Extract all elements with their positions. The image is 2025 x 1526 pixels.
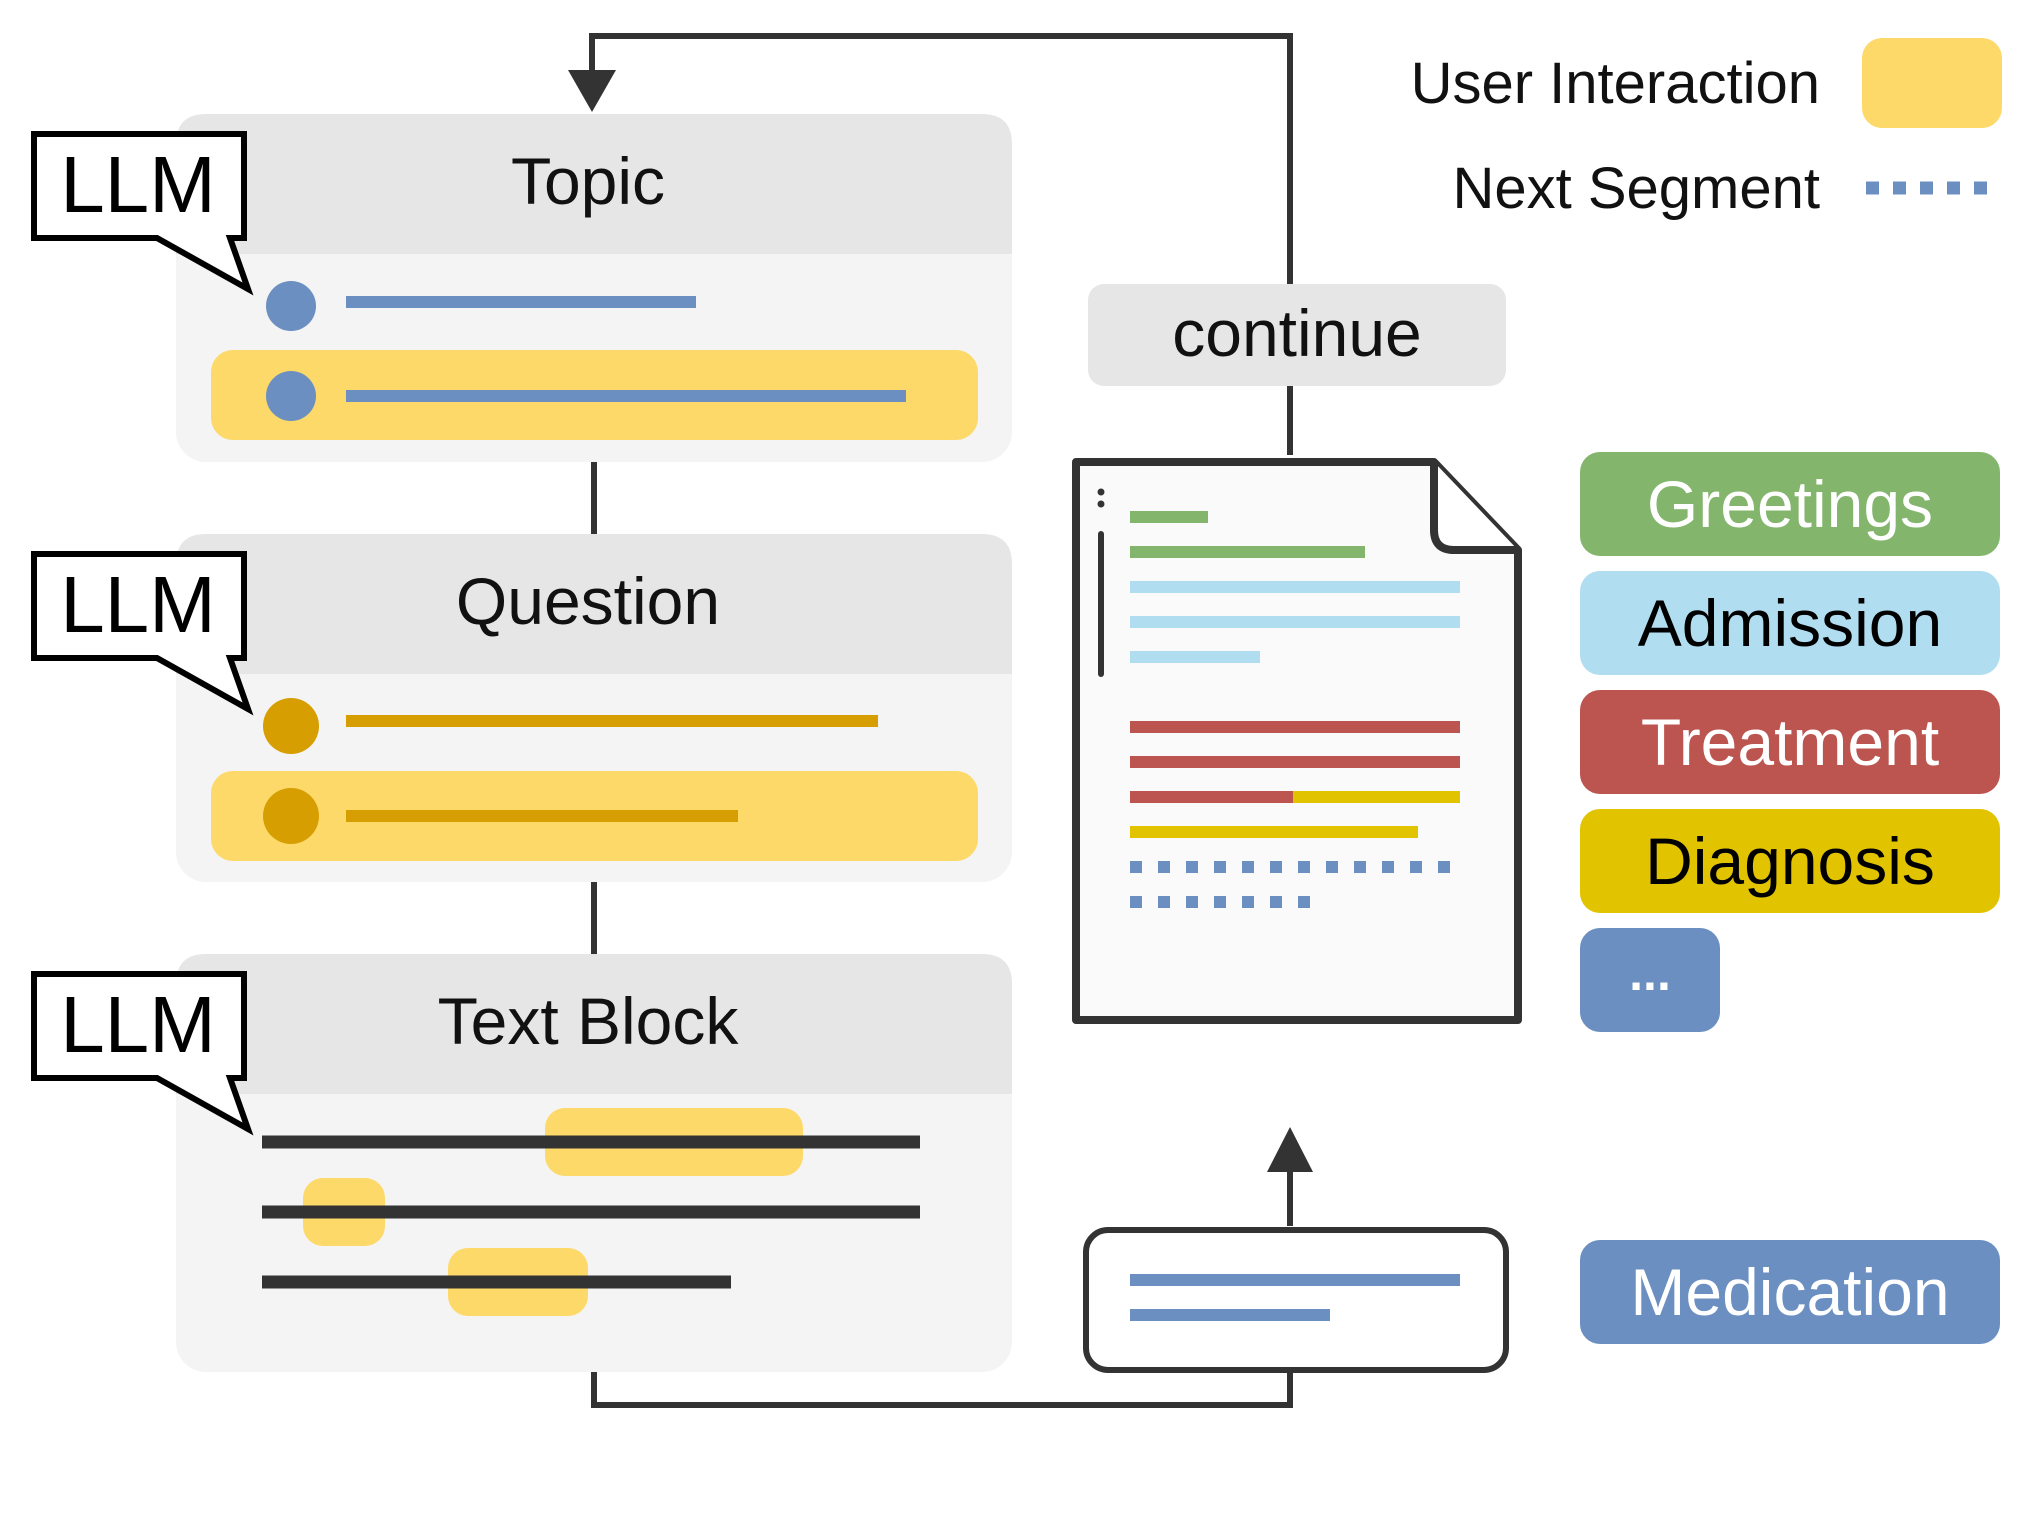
category-tag-treatment: Treatment [1580, 690, 2000, 794]
next-segment-box-frame [1083, 1227, 1509, 1373]
document-page [1072, 458, 1522, 1024]
question-selected-dot [263, 788, 319, 844]
category-tag-greetings: Greetings [1580, 452, 2000, 556]
flow-connectors [589, 33, 1293, 1408]
topic-panel-header [176, 114, 1012, 254]
document-page-fold [1430, 462, 1518, 554]
category-tag-greetings-label: Greetings [1647, 467, 1933, 541]
category-tag-diagnosis-label: Diagnosis [1645, 824, 1935, 898]
category-tag-diagnosis: Diagnosis [1580, 809, 2000, 913]
question-option-dot [263, 698, 319, 754]
generated-document [1072, 458, 1522, 1024]
document-scroll-dot-1 [1097, 488, 1105, 496]
category-tag-more-label: ... [1629, 945, 1671, 1001]
category-tag-admission-bg [1580, 571, 2000, 675]
llm-badge-question-bubble [31, 551, 254, 716]
question-panel-header [176, 534, 1012, 674]
category-tag-admission-label: Admission [1638, 586, 1942, 660]
category-tags: Greetings Admission Treatment Diagnosis … [1580, 452, 2000, 1344]
llm-badge-topic-label: LLM [60, 140, 216, 229]
legend-next-segment-label: Next Segment [1452, 156, 1820, 221]
llm-badge-text-block-label: LLM [60, 980, 216, 1069]
topic-selected-dot [266, 371, 316, 421]
legend-user-interaction-swatch [1862, 38, 2002, 128]
category-tag-medication-label: Medication [1630, 1255, 1949, 1329]
loop-connector-top [589, 33, 1293, 455]
arrowhead-into-document [1267, 1127, 1313, 1172]
text-block-panel-header [176, 954, 1012, 1094]
llm-badge-topic: LLM [31, 131, 254, 296]
continue-button[interactable]: continue [1088, 284, 1506, 386]
llm-badge-text-block: LLM [31, 971, 254, 1136]
next-segment-box [1083, 1227, 1509, 1373]
legend-user-interaction-label: User Interaction [1411, 51, 1820, 116]
category-tag-medication-bg [1580, 1240, 2000, 1344]
arrowhead-into-topic [568, 70, 616, 112]
text-block-panel: Text Block [176, 954, 1012, 1372]
document-scroll-dot-2 [1097, 500, 1105, 508]
llm-badge-text-block-bubble [31, 971, 254, 1136]
loop-connector-bottom [591, 1368, 1293, 1408]
category-tag-more-bg [1580, 928, 1720, 1032]
legend: User Interaction Next Segment [1411, 38, 2002, 221]
category-tag-more: ... [1580, 928, 1720, 1032]
category-tag-diagnosis-bg [1580, 809, 2000, 913]
question-panel-title: Question [456, 564, 720, 638]
topic-option-dot [266, 281, 316, 331]
category-tag-treatment-bg [1580, 690, 2000, 794]
llm-badge-question: LLM [31, 551, 254, 716]
category-tag-greetings-bg [1580, 452, 2000, 556]
text-block-panel-title: Text Block [438, 984, 740, 1058]
topic-panel-title: Topic [511, 144, 665, 218]
category-tag-admission: Admission [1580, 571, 2000, 675]
question-panel: Question [176, 534, 1012, 882]
continue-button-bg[interactable] [1088, 284, 1506, 386]
topic-panel: Topic [176, 114, 1012, 462]
category-tag-medication: Medication [1580, 1240, 2000, 1344]
llm-badge-topic-bubble [31, 131, 254, 296]
category-tag-treatment-label: Treatment [1641, 705, 1939, 779]
llm-badge-question-label: LLM [60, 560, 216, 649]
continue-button-label: continue [1172, 296, 1422, 370]
